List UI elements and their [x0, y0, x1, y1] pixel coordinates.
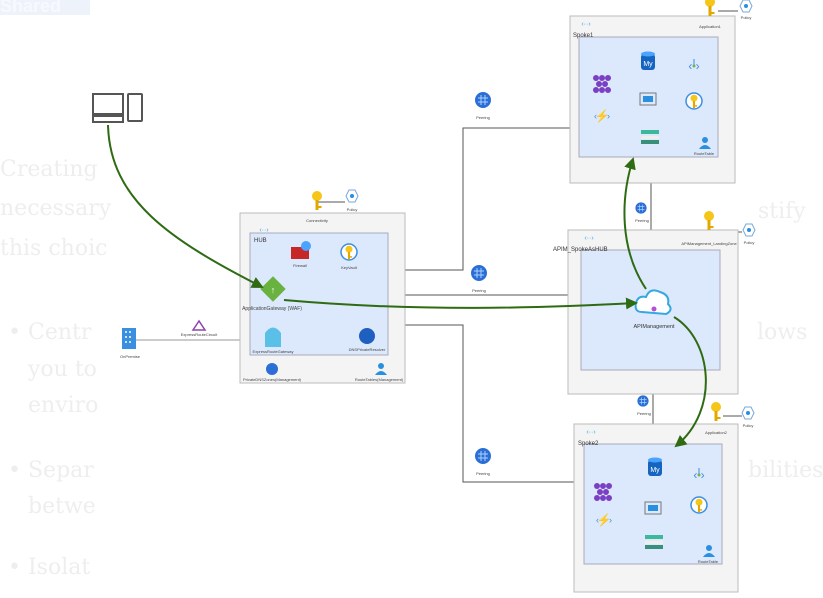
- api-management-label: APIManagement: [634, 324, 675, 330]
- key-icon: [705, 0, 715, 16]
- bg-text-line: Creating: [0, 157, 98, 182]
- spoke2-title: Spoke2: [578, 441, 599, 447]
- peering-label: Peering: [476, 115, 490, 120]
- bg-text-line: necessary: [0, 196, 112, 221]
- key-vault-icon: [691, 497, 707, 513]
- policy-icon: [742, 223, 756, 237]
- peering-icon: [470, 264, 488, 282]
- apim-key-label: APIManagement_LandingZone: [681, 241, 737, 246]
- policy-label: Policy: [347, 207, 358, 212]
- spoke1-title: Spoke1: [573, 33, 594, 39]
- bg-text: enviro: [28, 393, 99, 418]
- apim-title: APIM_SpokeAsHUB: [553, 247, 608, 253]
- peering-label: Peering: [637, 411, 651, 416]
- policy-icon: [739, 0, 753, 13]
- firewall-label: Firewall: [293, 263, 307, 268]
- route-tables-label: RouteTables(Management): [355, 377, 404, 382]
- svg-text:↑: ↑: [271, 285, 276, 295]
- bg-text-line: this choic: [0, 236, 108, 261]
- bg-text-line: stify: [758, 199, 806, 224]
- traffic-flow: [107, 124, 707, 448]
- er-gateway-label: ExpressRouteGateway: [253, 349, 294, 354]
- bg-text: you to: [28, 357, 97, 382]
- connectivity-label: Connectivity: [306, 218, 328, 223]
- dns-resolver-icon: [359, 328, 375, 344]
- storage-icon: [645, 535, 663, 549]
- function-app-icon: [596, 513, 612, 527]
- app-gateway-icon: ↑: [260, 276, 286, 302]
- peering-icon: [474, 447, 492, 465]
- apim-to-spoke2-flow: [673, 316, 707, 448]
- spoke1-key-label: Application1: [699, 24, 722, 29]
- bg-text: lows: [757, 320, 808, 345]
- app-gateway-label: ApplicationGateway (WAF): [242, 306, 302, 312]
- spoke2-key-label: Application2: [705, 430, 728, 435]
- bg-text: betwe: [28, 494, 96, 519]
- dns-resolver-label: DNSPrivateResolver: [349, 347, 386, 352]
- gateway-to-apim-flow: [283, 297, 638, 310]
- express-route-circuit-label: ExpressRouteCircuit: [181, 332, 218, 337]
- route-table-label: RouteTable: [694, 151, 715, 156]
- mysql-icon: [641, 51, 655, 70]
- route-table-label: RouteTable: [698, 559, 719, 564]
- on-premise-label: OnPremise: [120, 354, 141, 359]
- peering-label: Peering: [472, 288, 486, 293]
- key-vault-label: KeyVault: [341, 265, 358, 270]
- bg-bullet: • Centr: [8, 320, 92, 345]
- private-endpoint-icon: [692, 467, 706, 483]
- hub-spoke2-link: [388, 324, 584, 483]
- section-header: Shared: [0, 0, 90, 15]
- express-route-gateway-icon: [265, 327, 281, 347]
- peering-icon: [635, 202, 647, 214]
- express-route-circuit-icon: [191, 319, 207, 331]
- private-dns-label: PrivateDNSZones(Management): [243, 377, 302, 382]
- building-icon: [122, 328, 136, 349]
- firewall-icon: [291, 241, 311, 259]
- private-dns-icon: [266, 363, 278, 375]
- bg-text: bilities: [748, 458, 823, 483]
- policy-icon: [345, 189, 359, 203]
- key-icon: [312, 191, 322, 210]
- policy-icon: [741, 406, 755, 420]
- bg-bullet: • Isolat: [8, 555, 91, 580]
- apim-to-spoke1-flow: [623, 157, 647, 290]
- hub-title: HUB: [254, 238, 267, 244]
- client-to-gateway-flow: [107, 124, 264, 288]
- mysql-icon: [648, 457, 662, 476]
- key-icon: [711, 402, 721, 421]
- policy-label: Policy: [743, 423, 754, 428]
- hub-spoke1-link: [388, 127, 579, 271]
- peering-icon: [637, 395, 649, 407]
- function-app-icon: [594, 109, 610, 123]
- policy-label: Policy: [744, 240, 755, 245]
- storage-icon: [641, 130, 659, 144]
- peering-icon: [474, 91, 492, 109]
- peering-label: Peering: [476, 471, 490, 476]
- policy-label: Policy: [741, 15, 752, 20]
- key-icon: [704, 211, 714, 230]
- peering-label: Peering: [635, 218, 649, 223]
- private-endpoint-icon: [687, 58, 701, 74]
- desktop-and-mobile-icon: [92, 93, 143, 123]
- bg-bullet: • Separ: [8, 458, 94, 483]
- key-vault-icon: [341, 244, 357, 260]
- key-vault-icon: [686, 93, 702, 109]
